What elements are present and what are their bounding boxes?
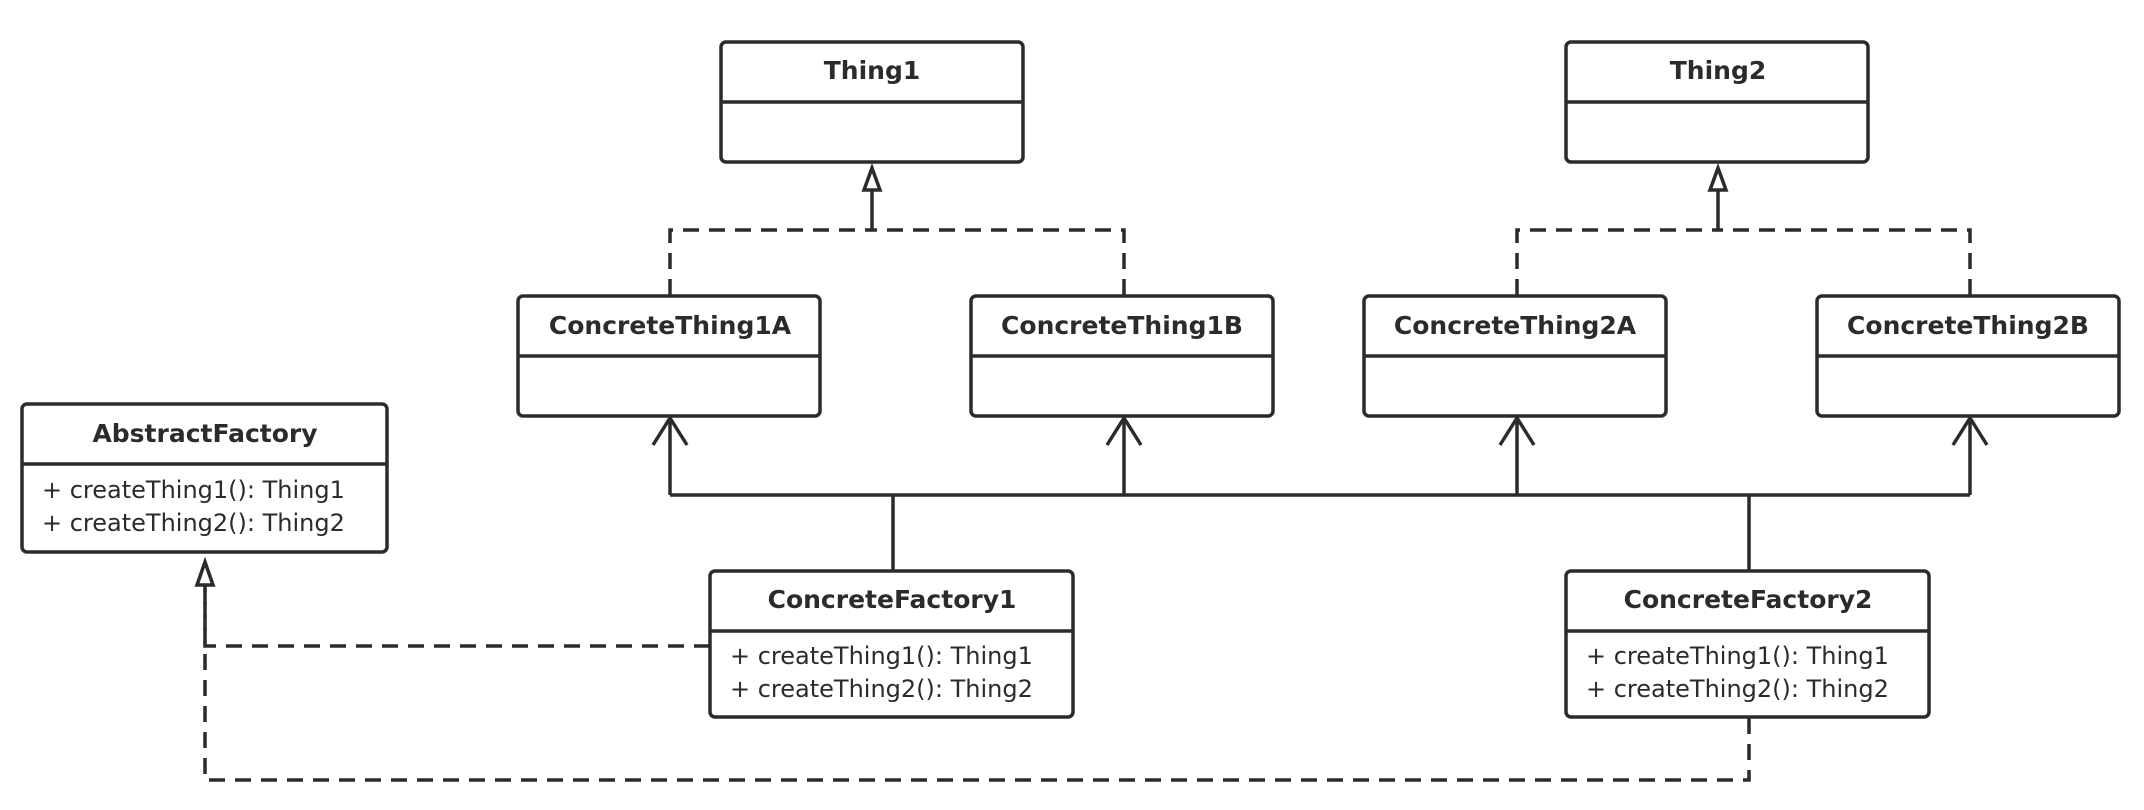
class-member: + createThing1(): Thing1	[1586, 642, 1889, 670]
class-concrete-thing2a[interactable]: ConcreteThing2A	[1362, 294, 1668, 418]
realization-edge-factory2	[203, 585, 1751, 782]
realization-thing1	[668, 162, 1126, 295]
dependency-bus	[651, 414, 1989, 570]
class-name: ConcreteFactory2	[1624, 585, 1873, 614]
dependency-arrowhead-thing1b	[1105, 414, 1143, 446]
class-member: + createThing1(): Thing1	[42, 476, 345, 504]
realization-abstract-factory	[194, 556, 1751, 782]
class-concrete-thing1b[interactable]: ConcreteThing1B	[969, 294, 1275, 418]
class-thing1[interactable]: Thing1	[719, 40, 1025, 164]
realization-edge-thing2b	[1718, 228, 1972, 295]
class-member: + createThing2(): Thing2	[730, 675, 1033, 703]
realization-arrowhead-abstract-factory	[194, 556, 216, 587]
class-name: ConcreteThing2A	[1394, 311, 1637, 340]
dependency-arrowhead-thing2b	[1951, 414, 1989, 446]
dependency-arrowhead-thing2a	[1498, 414, 1536, 446]
class-abstract-factory[interactable]: AbstractFactory + createThing1(): Thing1…	[20, 402, 389, 554]
class-thing2[interactable]: Thing2	[1564, 40, 1870, 164]
class-member: + createThing2(): Thing2	[1586, 675, 1889, 703]
realization-edge-thing2a	[1515, 228, 1718, 295]
class-concrete-factory1[interactable]: ConcreteFactory1 + createThing1(): Thing…	[708, 569, 1075, 719]
realization-edge-factory1	[203, 585, 710, 648]
class-name: ConcreteThing1A	[549, 311, 792, 340]
realization-edge-thing1b	[872, 228, 1126, 295]
dependency-arrowhead-thing1a	[651, 414, 689, 446]
realization-arrowhead-thing1	[861, 162, 883, 192]
class-concrete-factory2[interactable]: ConcreteFactory2 + createThing1(): Thing…	[1564, 569, 1931, 719]
class-name: Thing2	[1670, 56, 1767, 85]
class-name: ConcreteThing2B	[1847, 311, 2089, 340]
class-name: ConcreteThing1B	[1001, 311, 1243, 340]
class-name: ConcreteFactory1	[768, 585, 1017, 614]
class-member: + createThing2(): Thing2	[42, 509, 345, 537]
realization-thing2	[1515, 162, 1972, 295]
class-concrete-thing1a[interactable]: ConcreteThing1A	[516, 294, 822, 418]
class-member: + createThing1(): Thing1	[730, 642, 1033, 670]
realization-arrowhead-thing2	[1707, 162, 1729, 192]
realization-edge-thing1a	[668, 228, 872, 295]
class-name: Thing1	[824, 56, 921, 85]
class-concrete-thing2b[interactable]: ConcreteThing2B	[1815, 294, 2121, 418]
class-name: AbstractFactory	[92, 419, 317, 448]
